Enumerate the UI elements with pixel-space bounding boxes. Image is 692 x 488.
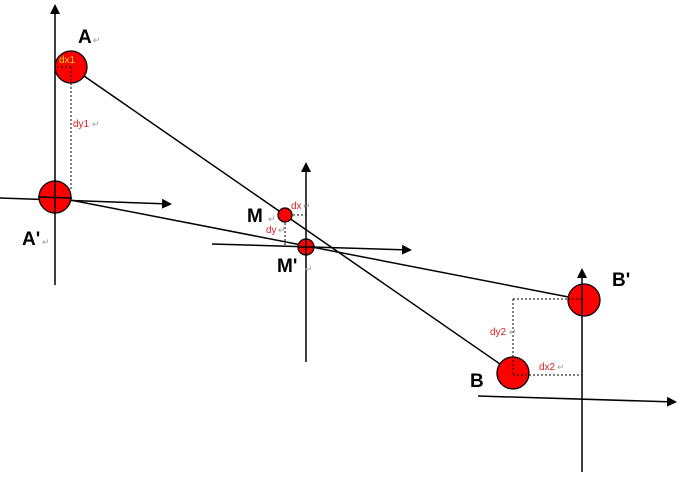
label-b: B (470, 371, 484, 392)
axes-left (0, 4, 172, 285)
line-a-prime-b-prime (54, 196, 585, 301)
label-a-prime: A' (22, 229, 40, 250)
return-mark: ↵ (93, 35, 101, 45)
label-m: M (247, 206, 263, 227)
measure-dx: dx (291, 201, 302, 212)
return-mark: ↵ (42, 237, 50, 247)
measure-dy: dy (266, 225, 277, 236)
point-b-prime (567, 283, 601, 317)
label-m-prime: M' (277, 256, 297, 277)
crosshairs (37, 66, 583, 376)
point-m (277, 207, 293, 223)
return-mark: ↵ (278, 225, 286, 235)
return-mark: ↵ (509, 327, 517, 337)
measure-dy2: dy2 (490, 327, 507, 338)
return-mark: ↵ (557, 362, 565, 372)
line-a-b (70, 66, 514, 374)
label-a: A (78, 27, 92, 48)
return-mark: ↵ (303, 201, 311, 211)
measure-dy1: dy1 (73, 119, 90, 130)
return-mark: ↵ (268, 214, 276, 224)
label-b-prime: B' (612, 270, 630, 291)
return-mark: ↵ (305, 264, 313, 274)
axes-middle (211, 162, 412, 362)
measure-dx1: dx1 (59, 55, 76, 66)
return-mark: ↵ (92, 119, 100, 129)
measure-dx2: dx2 (539, 362, 556, 373)
